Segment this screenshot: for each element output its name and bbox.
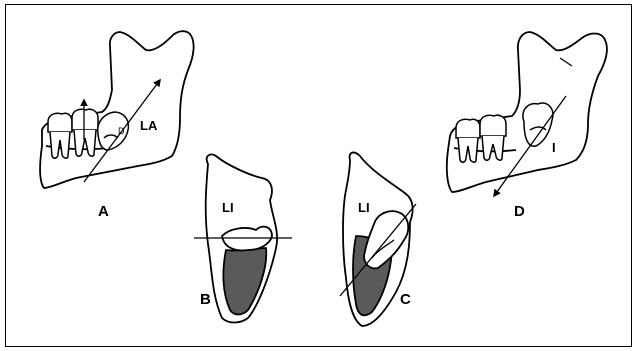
panel-d-region-label: I <box>552 140 556 155</box>
panel-c-region-label: LI <box>358 200 370 215</box>
panel-d-label: D <box>514 203 525 220</box>
panel-a-region-label: LA <box>140 118 158 133</box>
panel-a-label: A <box>98 203 109 220</box>
panel-a-tooth-label: D <box>118 126 125 136</box>
panel-a-mandible <box>40 31 194 188</box>
panel-b-label: B <box>200 291 211 308</box>
panel-b-region-label: LI <box>222 200 234 215</box>
panel-c-label: C <box>400 291 411 308</box>
